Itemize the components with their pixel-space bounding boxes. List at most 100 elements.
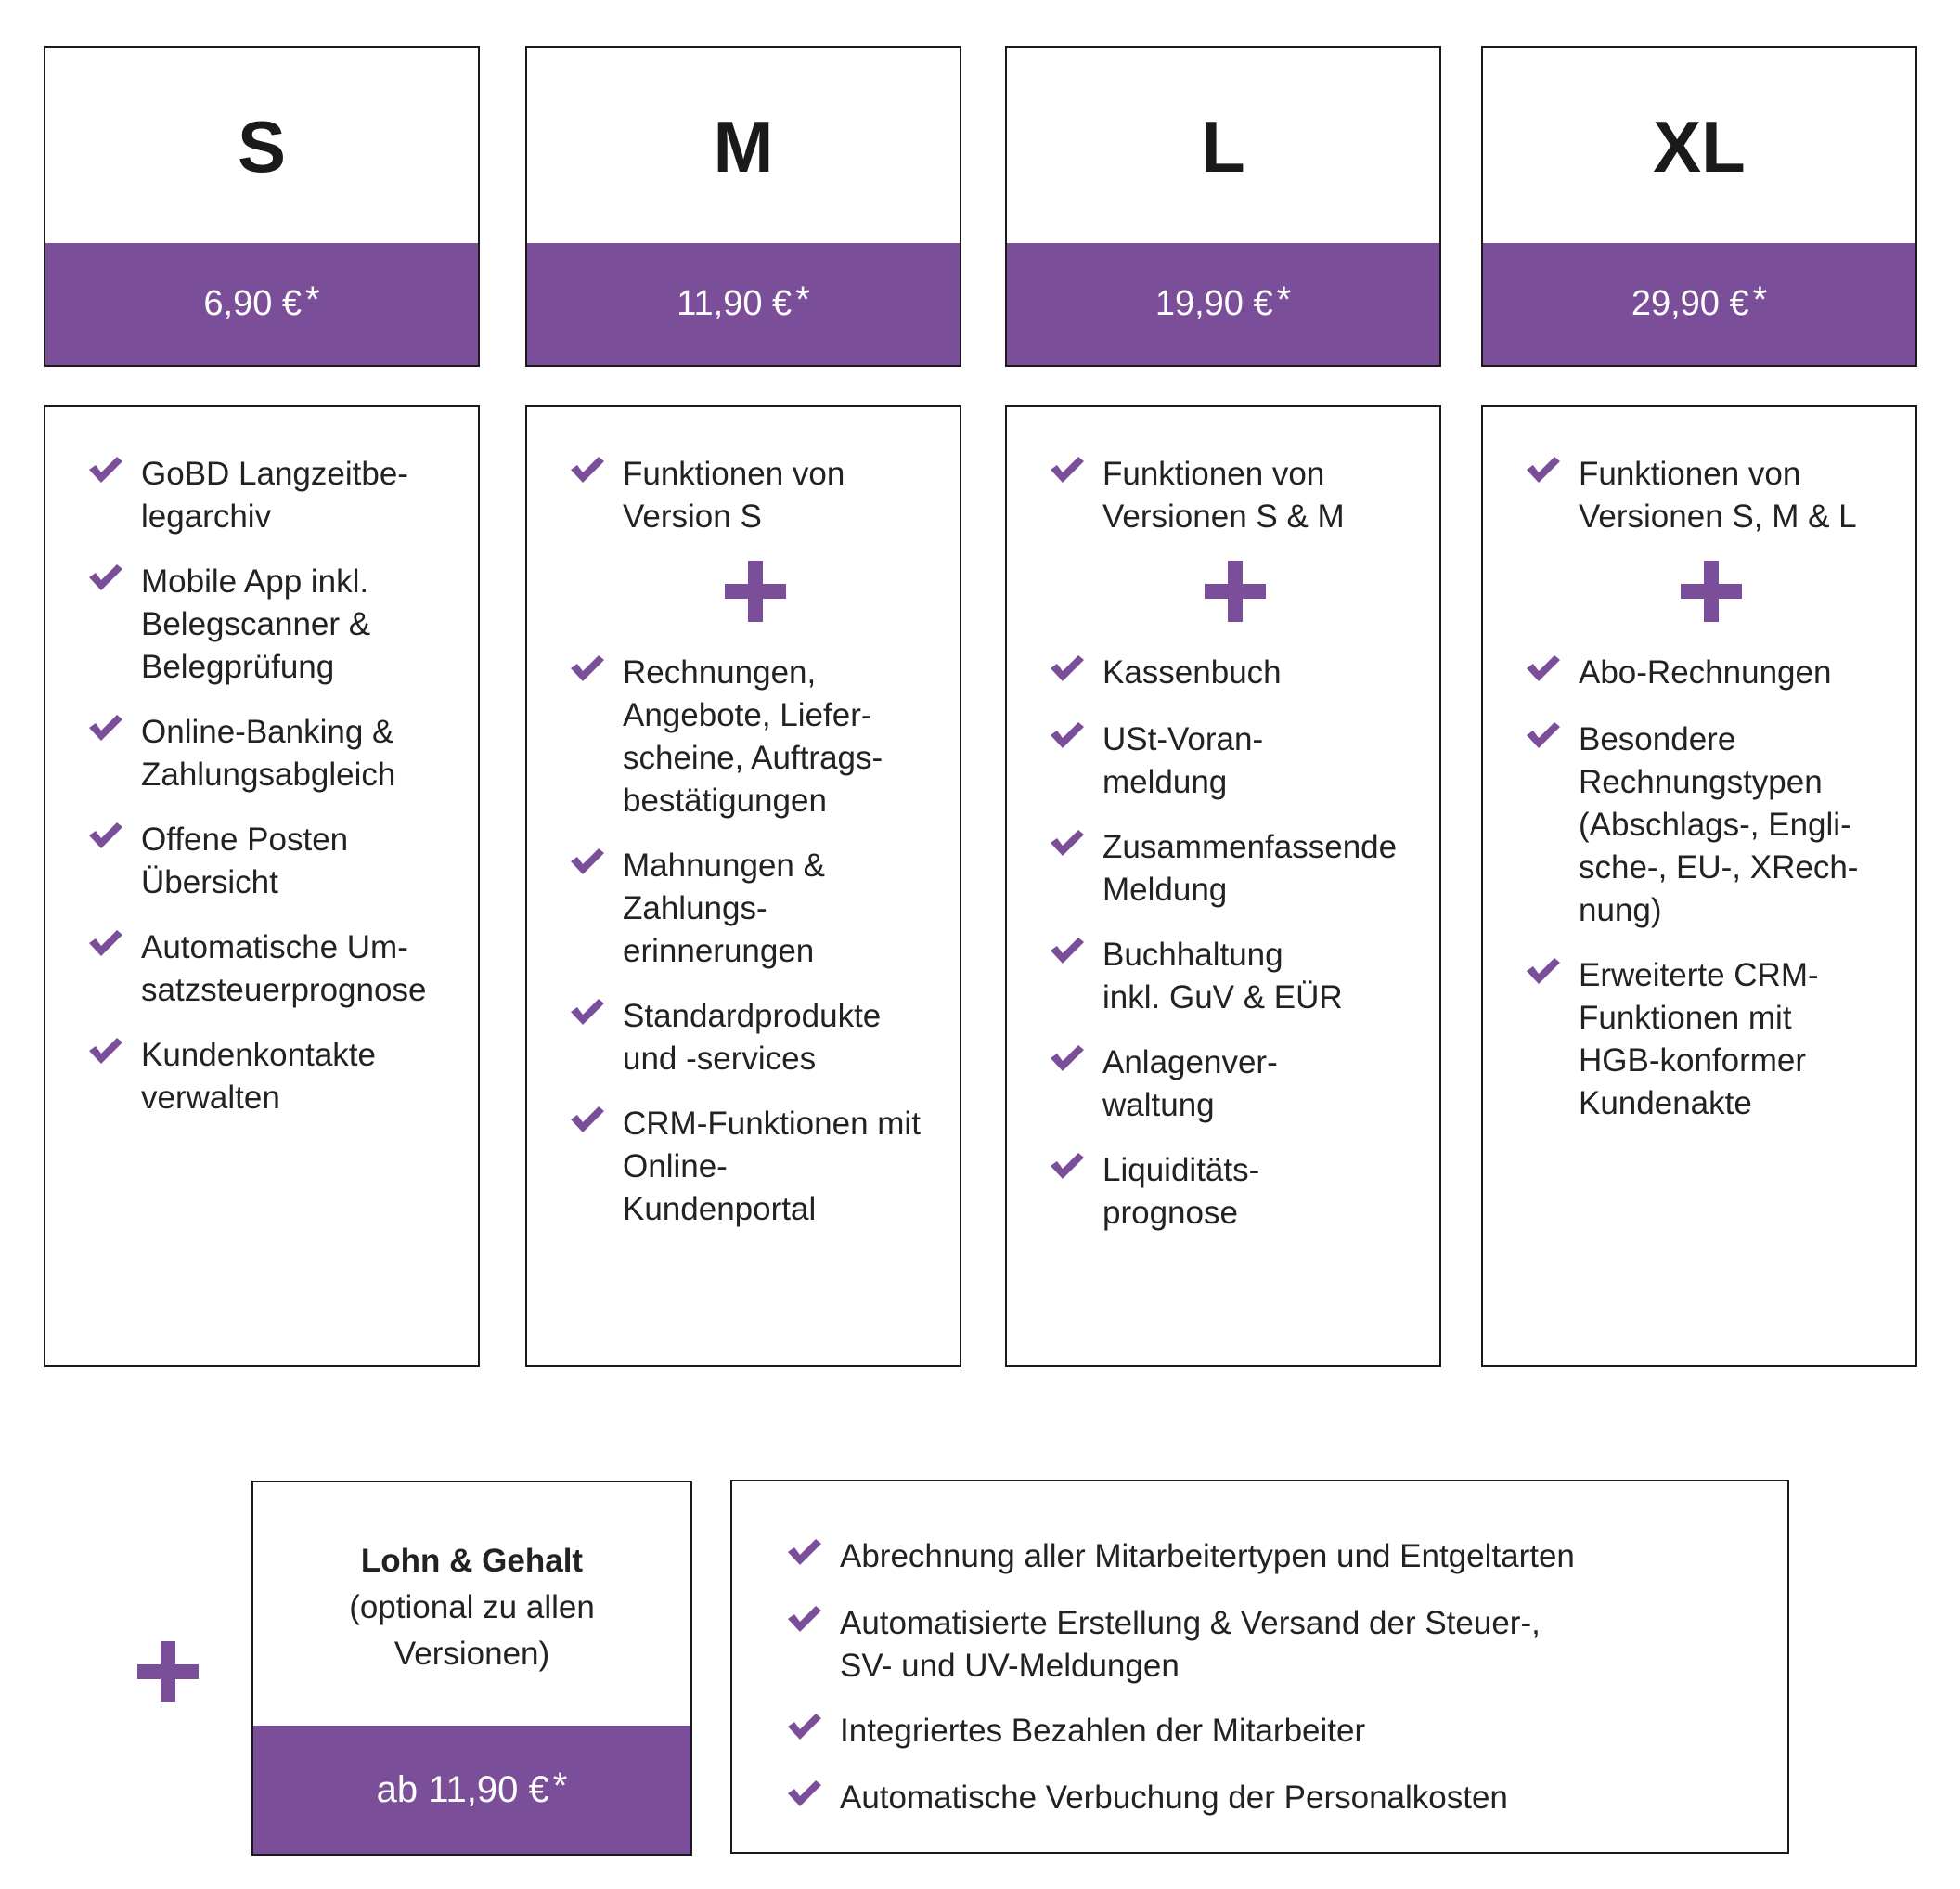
asterisk: * [552,1765,568,1806]
feature-text: Kassenbuch [1102,654,1282,691]
intro-item: Funktionen von Versionen S & M [1049,453,1421,538]
feature-text: Offene Posten Übersicht [141,822,349,900]
asterisk: * [795,279,810,320]
check-icon [87,453,141,498]
feature-text: Besondere Rechnungstypen (Abschlags-, En… [1579,721,1859,928]
check-icon [1525,453,1579,498]
feature-text: Automatische Verbuchung der Personalkost… [840,1779,1508,1816]
feature-item: Offene Posten Übersicht [87,819,459,904]
plan-features-l: Funktionen von Versionen S & M Kassenbuch… [1005,405,1441,1367]
check-icon [569,995,623,1040]
feature-item: CRM-Funktionen mit Online- Kundenportal [569,1103,941,1231]
feature-text: Anlagenver- waltung [1102,1044,1278,1123]
addon-feature-list: Abrechnung aller Mitarbeitertypen und En… [730,1480,1789,1854]
plan-name: M [713,105,774,188]
plan-price-bar: 29,90 €* [1483,243,1915,365]
plan-price-bar: 19,90 €* [1007,243,1439,365]
feature-text: Abo-Rechnungen [1579,654,1832,691]
asterisk: * [1752,279,1768,320]
plus-icon [724,561,786,622]
feature-item: Automatisierte Erstellung & Versand der … [786,1602,1769,1688]
plan-header-xl: XL 29,90 €* [1481,46,1917,367]
plan-header-m: M 11,90 €* [525,46,961,367]
feature-text: Funktionen von Version S [623,456,845,535]
plan-price: 19,90 € [1154,284,1273,323]
check-icon [569,1103,623,1147]
feature-item: Mobile App inkl. Belegscanner & Belegprü… [87,561,459,689]
feature-text: Rechnungen, Angebote, Liefer- scheine, A… [623,654,883,819]
feature-item: Abrechnung aller Mitarbeitertypen und En… [786,1535,1769,1580]
feature-item: Buchhaltung inkl. GuV & EÜR [1049,934,1421,1019]
check-icon [786,1602,840,1647]
check-icon [786,1777,840,1821]
plus-icon [1680,561,1742,622]
check-icon [1049,826,1102,871]
plan-price: 11,90 € [677,284,793,323]
plan-features-m: Funktionen von Version S Rechnungen, Ange… [525,405,961,1367]
check-icon [569,652,623,696]
feature-text: Mahnungen & Zahlungs- erinnerungen [623,847,825,969]
feature-item: Automatische Um- satzsteuerprognose [87,926,459,1012]
feature-text: Automatische Um- satzsteuerprognose [141,929,427,1008]
intro-item: Funktionen von Versionen S, M & L [1525,453,1897,538]
check-icon [87,1034,141,1079]
feature-item: Rechnungen, Angebote, Liefer- scheine, A… [569,652,941,822]
check-icon [1049,1042,1102,1086]
feature-text: Funktionen von Versionen S, M & L [1579,456,1857,535]
plan-name: XL [1653,105,1746,188]
plan-name: L [1201,105,1245,188]
feature-text: Abrechnung aller Mitarbeitertypen und En… [840,1538,1575,1574]
feature-item: Automatische Verbuchung der Personalkost… [786,1777,1769,1821]
feature-text: Kundenkontakte verwalten [141,1037,376,1116]
feature-text: Standardprodukte und -services [623,998,882,1077]
feature-text: Mobile App inkl. Belegscanner & Belegprü… [141,563,371,685]
check-icon [1049,453,1102,498]
addon-card-lohn-gehalt: Lohn & Gehalt (optional zu allen Version… [251,1481,692,1856]
feature-item: USt-Voran- meldung [1049,718,1421,804]
plan-name: S [237,105,287,188]
feature-text: USt-Voran- meldung [1102,721,1264,800]
plan-header-l: L 19,90 €* [1005,46,1441,367]
intro-item: Funktionen von Version S [569,453,941,538]
asterisk: * [305,279,320,320]
check-icon [1525,954,1579,999]
feature-text: Online-Banking & Zahlungsabgleich [141,714,396,793]
feature-item: Abo-Rechnungen [1525,652,1897,696]
feature-item: Zusammenfassende Meldung [1049,826,1421,912]
addon-title: Lohn & Gehalt [360,1543,584,1579]
feature-text: GoBD Langzeitbe- legarchiv [141,456,408,535]
feature-item: Standardprodukte und -services [569,995,941,1080]
feature-item: Erweiterte CRM- Funktionen mit HGB-konfo… [1525,954,1897,1125]
plan-price-bar: 11,90 €* [527,243,960,365]
check-icon [87,561,141,605]
plan-price: 6,90 € [203,284,303,323]
check-icon [1049,652,1102,696]
feature-text: Funktionen von Versionen S & M [1102,456,1345,535]
feature-item: Kassenbuch [1049,652,1421,696]
feature-item: Besondere Rechnungstypen (Abschlags-, En… [1525,718,1897,932]
feature-text: Automatisierte Erstellung & Versand der … [840,1605,1541,1684]
feature-item: GoBD Langzeitbe- legarchiv [87,453,459,538]
check-icon [569,845,623,889]
plan-price: 29,90 € [1631,284,1749,323]
plan-features-xl: Funktionen von Versionen S, M & L Abo-Rec… [1481,405,1917,1367]
feature-item: Online-Banking & Zahlungsabgleich [87,711,459,796]
addon-price: ab 11,90 € [376,1768,549,1810]
plus-icon [137,1641,199,1702]
feature-text: Erweiterte CRM- Funktionen mit HGB-konfo… [1579,957,1819,1121]
feature-item: Mahnungen & Zahlungs- erinnerungen [569,845,941,973]
check-icon [1049,1149,1102,1194]
check-icon [1049,718,1102,763]
check-icon [1525,652,1579,696]
feature-item: Liquiditäts- prognose [1049,1149,1421,1235]
check-icon [87,926,141,971]
check-icon [1049,934,1102,978]
check-icon [87,819,141,863]
feature-text: Liquiditäts- prognose [1102,1152,1260,1231]
feature-text: Buchhaltung inkl. GuV & EÜR [1102,937,1343,1016]
feature-text: Integriertes Bezahlen der Mitarbeiter [840,1713,1366,1749]
addon-price-bar: ab 11,90 €* [253,1726,690,1854]
feature-text: Zusammenfassende Meldung [1102,829,1398,908]
addon-subtitle: (optional zu allen Versionen) [349,1589,595,1672]
